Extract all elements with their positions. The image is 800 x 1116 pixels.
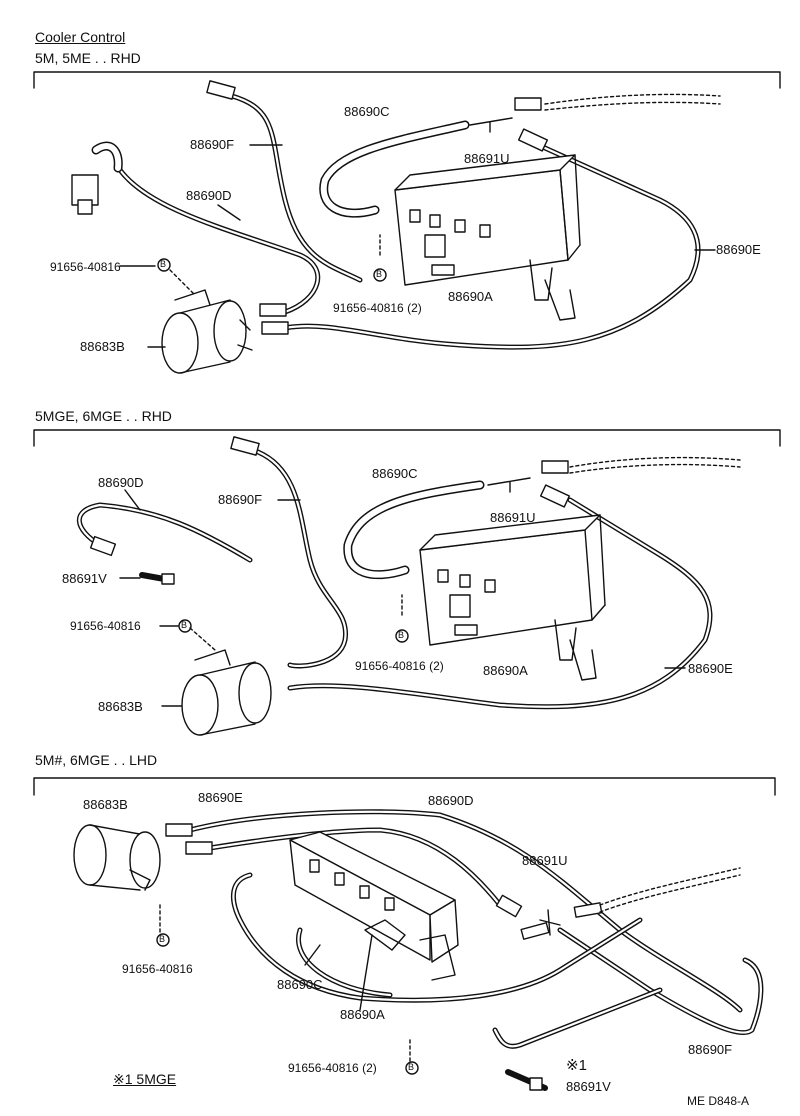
label-88690E: 88690E <box>688 661 733 676</box>
s1-valve-block <box>394 154 581 321</box>
s1-actuator <box>161 289 253 374</box>
label-bolt-x2: 91656-40816 (2) <box>333 301 422 315</box>
s2-actuator <box>181 649 272 736</box>
label-88691U: 88691U <box>464 151 510 166</box>
label-88683B: 88683B <box>98 699 143 714</box>
s3-check-valve-88691V <box>505 1069 548 1091</box>
label-88683B: 88683B <box>80 339 125 354</box>
bolt-mark: B <box>159 934 166 944</box>
s3-hose-88690E <box>187 809 743 1013</box>
section-2-bracket <box>33 429 781 447</box>
footnote: ※1 5MGE <box>113 1071 177 1087</box>
page-title: Cooler Control <box>35 29 126 45</box>
label-88690D: 88690D <box>98 475 144 490</box>
label-88690E: 88690E <box>198 790 243 805</box>
label-88690D: 88690D <box>428 793 474 808</box>
s2-valve-block <box>419 514 606 681</box>
section-3-bracket <box>33 777 776 796</box>
section-heading: 5MGE, 6MGE . . RHD <box>35 408 172 424</box>
label-88690F: 88690F <box>688 1042 733 1057</box>
label-88690C: 88690C <box>277 977 323 992</box>
s3-joint-88691U <box>539 909 561 936</box>
section-1-drawing <box>33 71 781 374</box>
section-2-drawing <box>33 429 781 736</box>
section-3-drawing <box>33 777 776 1091</box>
label-88691V: 88691V <box>566 1079 611 1094</box>
bolt-mark: B <box>408 1062 415 1072</box>
bolt-mark: B <box>181 620 188 630</box>
bolt-mark: B <box>160 259 167 269</box>
label-bolt-x2: 91656-40816 (2) <box>288 1061 377 1075</box>
label-88690A: 88690A <box>340 1007 385 1022</box>
label-88690E: 88690E <box>716 242 761 257</box>
label-88690A: 88690A <box>483 663 528 678</box>
label-88690C: 88690C <box>372 466 418 481</box>
figure-code: ME D848-A <box>687 1094 750 1108</box>
label-bolt: 91656-40816 <box>50 260 121 274</box>
section-heading: 5M, 5ME . . RHD <box>35 50 141 66</box>
s1-joint-88691U <box>469 117 513 133</box>
label-88690A: 88690A <box>448 289 493 304</box>
s3-actuator <box>73 824 161 891</box>
label-88690C: 88690C <box>344 104 390 119</box>
label-88690D: 88690D <box>186 188 232 203</box>
section-1-bracket <box>33 71 781 89</box>
label-bolt-x2: 91656-40816 (2) <box>355 659 444 673</box>
note-mark-1: ※1 <box>566 1057 587 1074</box>
label-bolt: 91656-40816 <box>70 619 141 633</box>
s3-valve-block <box>289 831 459 981</box>
s2-joint-88691U <box>487 477 531 493</box>
label-88691V: 88691V <box>62 571 107 586</box>
label-88690F: 88690F <box>218 492 263 507</box>
label-88691U: 88691U <box>490 510 536 525</box>
bolt-mark: B <box>376 269 383 279</box>
label-bolt: 91656-40816 <box>122 962 193 976</box>
label-88683B: 88683B <box>83 797 128 812</box>
label-88691U: 88691U <box>522 853 568 868</box>
bolt-mark: B <box>398 630 405 640</box>
s2-hose-88690F <box>255 449 349 669</box>
section-heading: 5M#, 6MGE . . LHD <box>35 752 158 768</box>
label-88690F: 88690F <box>190 137 235 152</box>
